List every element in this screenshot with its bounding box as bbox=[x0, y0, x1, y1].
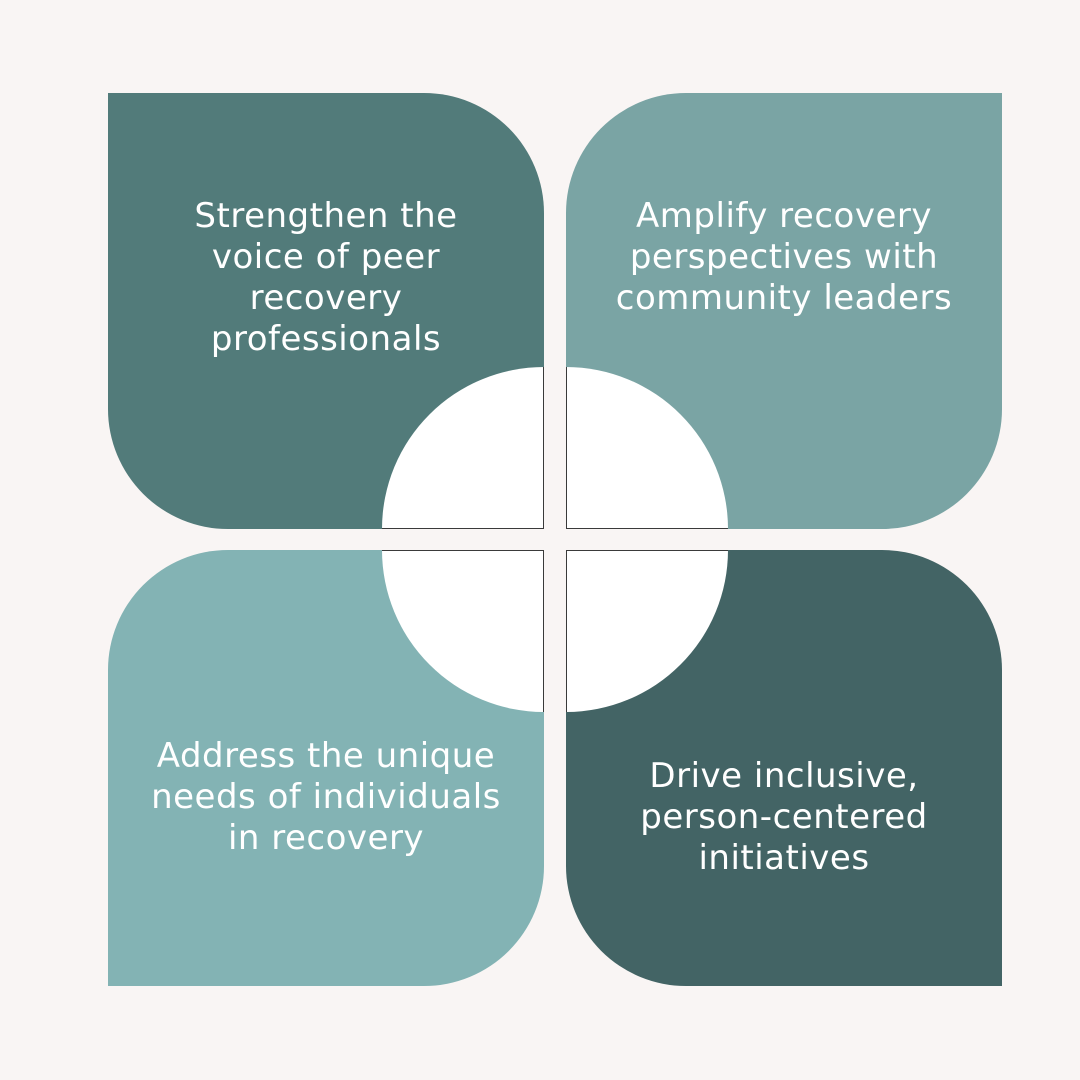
quadrant-top-left-text: Strengthen the voice of peer recovery pr… bbox=[194, 196, 458, 359]
quadrant-bottom-left-text: Address the unique needs of individuals … bbox=[151, 736, 501, 858]
quadrant-top-right-text: Amplify recovery perspectives with commu… bbox=[615, 196, 953, 318]
quadrant-top-right: Amplify recovery perspectives with commu… bbox=[566, 93, 1002, 529]
quadrant-bottom-right-text: Drive inclusive, person-centered initiat… bbox=[640, 756, 928, 878]
quadrant-top-left: Strengthen the voice of peer recovery pr… bbox=[108, 93, 544, 529]
quadrant-bottom-left: Address the unique needs of individuals … bbox=[108, 550, 544, 986]
